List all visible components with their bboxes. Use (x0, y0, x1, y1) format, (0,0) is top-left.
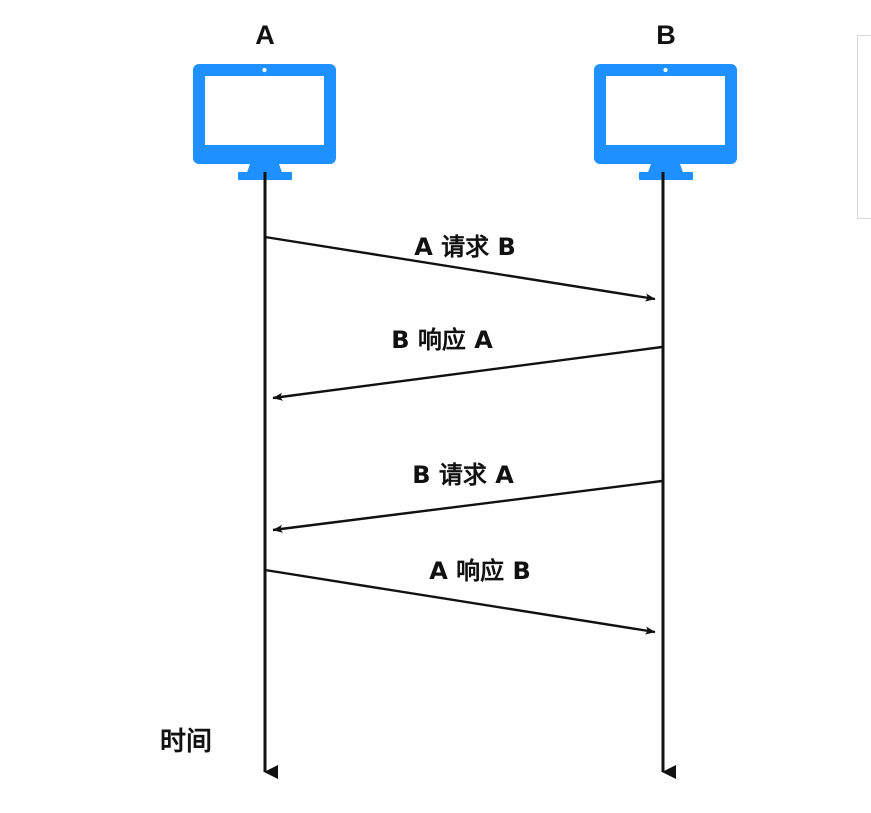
participant-a-label: A (255, 20, 275, 50)
message-arrow (264, 568, 656, 635)
time-axis-label: 时间 (160, 727, 212, 757)
message-label: A 请求 B (414, 233, 516, 261)
message-arrow (264, 235, 656, 302)
message-arrow (272, 345, 663, 401)
message-label: A 响应 B (429, 557, 531, 585)
participant-a[interactable]: A (193, 20, 336, 779)
message-arrow (272, 479, 663, 533)
participant-b[interactable]: B (594, 20, 737, 779)
participant-b-label: B (656, 20, 676, 50)
desktop-monitor-icon (193, 64, 336, 180)
message-3[interactable]: B 请求 A (272, 461, 663, 533)
desktop-monitor-icon (594, 64, 737, 180)
side-panel (857, 35, 871, 219)
message-label: B 响应 A (391, 326, 493, 354)
message-label: B 请求 A (412, 461, 514, 489)
message-1[interactable]: A 请求 B (264, 233, 656, 302)
message-2[interactable]: B 响应 A (272, 326, 663, 401)
message-4[interactable]: A 响应 B (264, 557, 656, 635)
